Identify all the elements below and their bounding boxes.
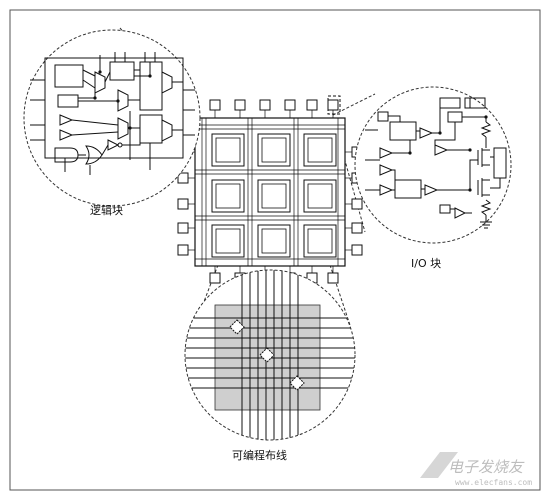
io-block-junctions [408,115,488,192]
io-pad [327,99,339,111]
watermark-url: www.elecfans.com [455,478,532,487]
io-pad [351,222,363,234]
logic-block-highlight [211,133,245,167]
logic-block-label: 逻辑块 [90,203,123,217]
io-pad-highlight [327,95,341,115]
io-pad [351,198,363,210]
logic-block-inner [261,137,287,163]
io-pad [306,99,318,111]
io-block-circuit [365,97,507,229]
logic-block-inner [307,228,333,254]
io-pad [259,99,271,111]
logic-block-zoom [23,29,201,207]
io-pad [209,272,221,284]
fpga-chip [177,95,363,284]
routing-grid [185,270,355,440]
logic-block-inner [215,183,241,209]
io-block-zoom [354,86,512,244]
watermark-text: 电子发烧友 [448,458,525,476]
logic-block-inner [307,183,333,209]
switch-points [229,319,305,391]
io-pad [327,272,339,284]
io-pad [234,99,246,111]
io-pad [177,222,189,234]
logic-block-inner [261,228,287,254]
routing-zoom [184,269,356,441]
logic-block-inner [307,137,333,163]
watermark: 电子发烧友 www.elecfans.com [420,452,532,487]
logic-block-junctions [93,70,152,130]
io-pad [177,244,189,256]
routing-label: 可编程布线 [232,448,287,462]
io-pad [209,99,221,111]
io-pad [284,99,296,111]
logic-block-inner [215,228,241,254]
logic-block-inner [215,137,241,163]
logic-block-circuit [30,52,195,175]
io-pad [351,244,363,256]
figure-frame [9,9,541,491]
io-pad [177,198,189,210]
io-block-label: I/O 块 [411,257,441,270]
logic-block-inner [261,183,287,209]
watermark-logo-icon [420,452,458,478]
